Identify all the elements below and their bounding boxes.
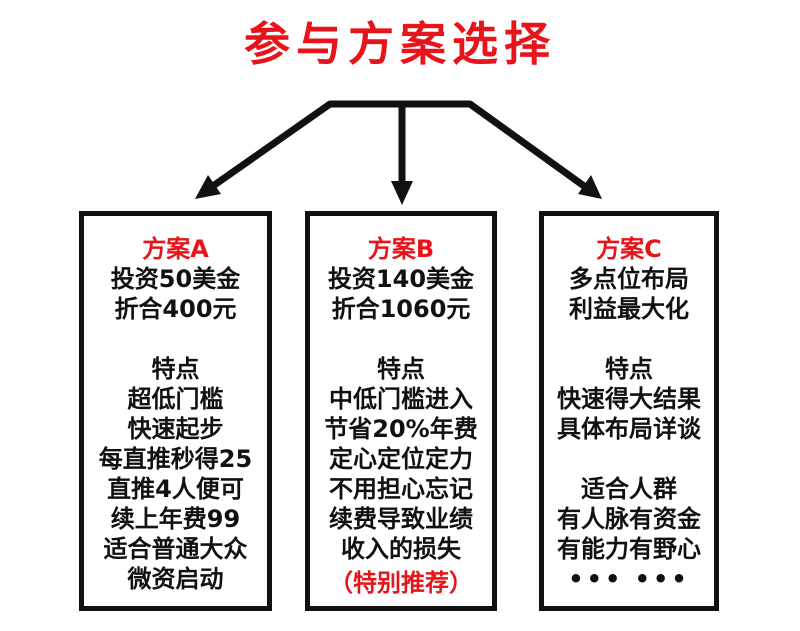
plan-c-section-heading: 特点: [605, 355, 653, 383]
plan-a-feature: 续上年费99: [110, 505, 241, 533]
plan-a-intro-line: 投资50美金: [110, 265, 241, 293]
plan-c-intro-line: 多点位布局: [569, 265, 689, 293]
plan-a-heading: 方案A: [142, 235, 209, 263]
page-title: 参与方案选择: [244, 17, 556, 71]
plan-a-feature: 适合普通大众: [103, 535, 248, 563]
plan-a-feature: 快速起步: [127, 415, 224, 443]
plan-b-card: 方案B 投资140美金 折合1060元 特点 中低门槛进入 节省20%年费 定心…: [305, 211, 497, 611]
plan-b-feature: 不用担心忘记: [329, 475, 473, 503]
arrow-head-a: [195, 175, 221, 199]
plan-c-audience: 有人脉有资金: [557, 505, 701, 533]
plan-b-feature: 定心定位定力: [329, 445, 473, 473]
plan-c-heading: 方案C: [596, 235, 662, 263]
plan-b-intro-line: 折合1060元: [331, 295, 471, 323]
plan-c-feature: 具体布局详谈: [557, 415, 701, 443]
plan-b-intro-line: 投资140美金: [327, 265, 475, 293]
arrow-to-plan-a: [210, 101, 333, 189]
plan-a-feature: 直推4人便可: [107, 475, 244, 503]
plan-c-card: 方案C 多点位布局 利益最大化 特点 快速得大结果 具体布局详谈 适合人群 有人…: [539, 211, 719, 611]
plan-a-feature: 微资启动: [127, 565, 224, 593]
plan-c-ellipsis: ••• •••: [568, 565, 690, 593]
plan-c-audience: 有能力有野心: [557, 535, 701, 563]
plan-a-feature: 每直推秒得25: [98, 445, 253, 473]
plan-b-feature: 节省20%年费: [324, 415, 478, 443]
plan-b-feature: 续费导致业绩: [329, 505, 473, 533]
plan-b-feature: 中低门槛进入: [329, 385, 473, 413]
plan-c-feature: 快速得大结果: [557, 385, 701, 413]
plan-b-feature: 收入的损失: [341, 535, 461, 563]
arrow-head-c: [578, 175, 602, 199]
plan-a-intro-line: 折合400元: [114, 295, 237, 323]
plan-b-section-heading: 特点: [377, 355, 425, 383]
plan-c-intro-line: 利益最大化: [569, 295, 689, 323]
plan-a-card: 方案A 投资50美金 折合400元 特点 超低门槛 快速起步 每直推秒得25 直…: [79, 211, 272, 611]
plan-b-heading: 方案B: [367, 235, 435, 263]
plan-c-audience-heading: 适合人群: [581, 475, 677, 503]
plan-a-feature: 超低门槛: [127, 385, 224, 413]
arrow-head-b: [391, 181, 413, 205]
arrow-to-plan-c: [467, 101, 587, 189]
plan-a-section-heading: 特点: [151, 355, 200, 383]
plan-b-recommend-note: （特别推荐）: [329, 569, 473, 597]
